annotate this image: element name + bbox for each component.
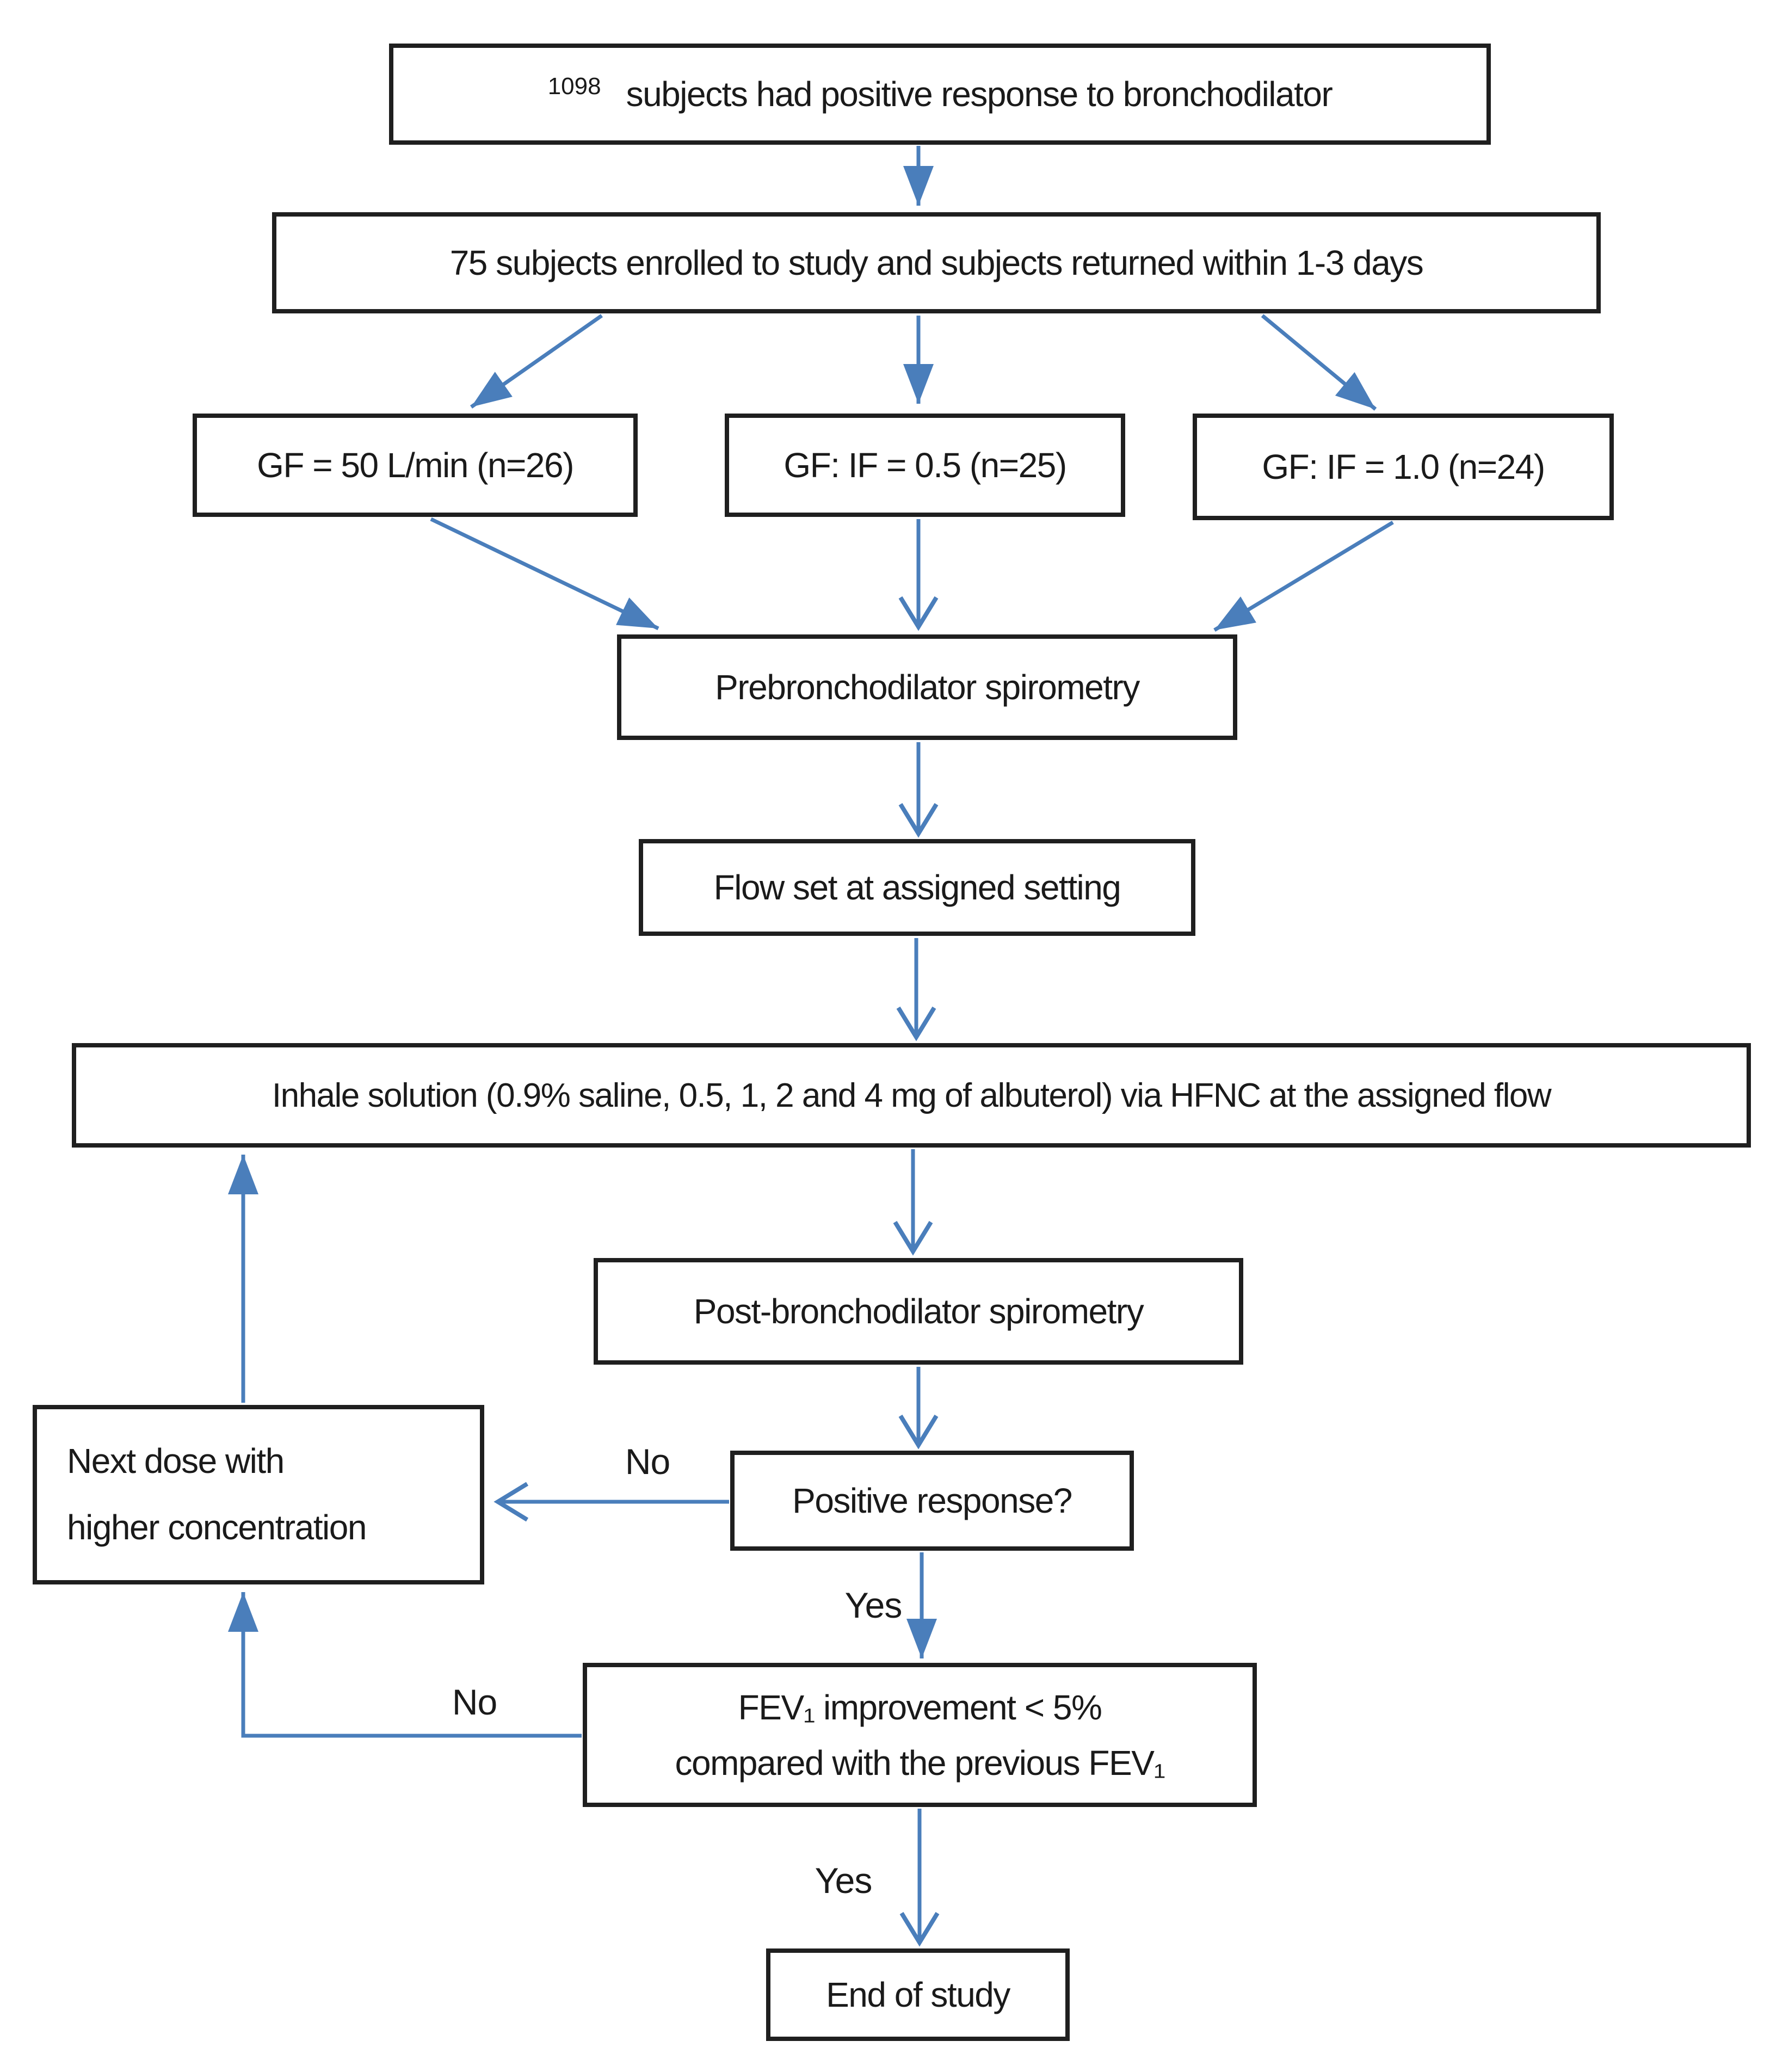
label-no-positive-response: No bbox=[625, 1441, 670, 1482]
post-spirometry-label: Post-bronchodilator spirometry bbox=[693, 1292, 1144, 1331]
node-fev1-check: FEV₁ improvement < 5% compared with the … bbox=[583, 1663, 1257, 1807]
pre-spirometry-label: Prebronchodilator spirometry bbox=[715, 668, 1140, 707]
edge-if10-to-prespiro bbox=[1213, 521, 1394, 632]
enrolled-label: 75 subjects enrolled to study and subjec… bbox=[449, 243, 1424, 282]
end-of-study-label: End of study bbox=[826, 1975, 1010, 2014]
screened-label: subjects had positive response to bronch… bbox=[626, 75, 1333, 114]
node-arm-if05: GF: IF = 0.5 (n=25) bbox=[725, 414, 1125, 517]
node-arm-gf50: GF = 50 L/min (n=26) bbox=[193, 414, 638, 517]
node-flow-set: Flow set at assigned setting bbox=[639, 839, 1195, 936]
node-arm-if10: GF: IF = 1.0 (n=24) bbox=[1193, 414, 1614, 520]
flow-set-label: Flow set at assigned setting bbox=[713, 868, 1121, 907]
label-yes-fev1: Yes bbox=[815, 1860, 873, 1901]
node-post-spirometry: Post-bronchodilator spirometry bbox=[594, 1258, 1243, 1365]
node-enrolled: 75 subjects enrolled to study and subjec… bbox=[272, 212, 1601, 313]
fev1-check-line2: compared with the previous FEV₁ bbox=[675, 1743, 1165, 1783]
arm-gf50-label: GF = 50 L/min (n=26) bbox=[257, 446, 574, 485]
screened-count-prefix: 1098 bbox=[547, 73, 601, 100]
node-screened: 1098 subjects had positive response to b… bbox=[389, 44, 1491, 145]
edge-enrolled-to-gf50 bbox=[470, 314, 603, 409]
edge-gf50-to-prespiro bbox=[430, 517, 659, 631]
next-dose-line1: Next dose with bbox=[67, 1441, 285, 1481]
node-pre-spirometry: Prebronchodilator spirometry bbox=[617, 634, 1237, 740]
edge-fev1-no-to-nextdose bbox=[228, 1592, 582, 1738]
node-inhale-solution: Inhale solution (0.9% saline, 0.5, 1, 2 … bbox=[72, 1043, 1751, 1148]
label-yes-positive-response: Yes bbox=[844, 1585, 903, 1625]
next-dose-line2: higher concentration bbox=[67, 1508, 367, 1547]
fev1-check-line1: FEV₁ improvement < 5% bbox=[738, 1687, 1102, 1727]
arm-if10-label: GF: IF = 1.0 (n=24) bbox=[1262, 447, 1545, 486]
arm-if05-label: GF: IF = 0.5 (n=25) bbox=[784, 446, 1067, 485]
node-end-of-study: End of study bbox=[766, 1948, 1070, 2041]
edge-enrolled-to-if10 bbox=[1261, 314, 1377, 411]
positive-response-label: Positive response? bbox=[792, 1481, 1072, 1520]
inhale-solution-label: Inhale solution (0.9% saline, 0.5, 1, 2 … bbox=[272, 1076, 1552, 1114]
node-positive-response: Positive response? bbox=[730, 1451, 1134, 1551]
node-next-dose: Next dose with higher concentration bbox=[33, 1405, 484, 1584]
label-no-fev1: No bbox=[452, 1682, 497, 1722]
